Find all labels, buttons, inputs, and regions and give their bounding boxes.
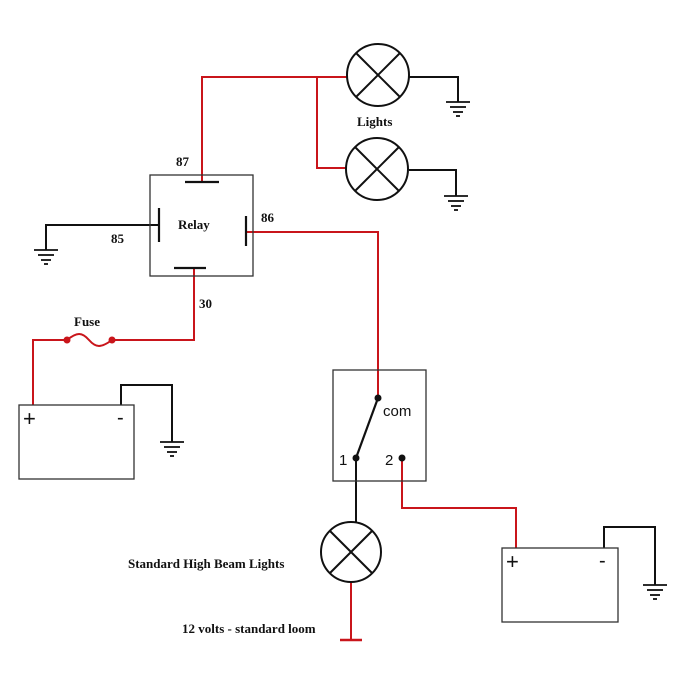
switch-2-label: 2 (385, 452, 393, 469)
pin-30-label: 30 (199, 296, 212, 311)
switch-terminal-2 (398, 454, 406, 462)
battery-right: + - (501, 547, 619, 623)
battery-right-box (501, 547, 619, 623)
lamp-icon-lower (345, 137, 409, 201)
high-beam-label: Standard High Beam Lights (128, 556, 284, 571)
wire-86-to-switch (246, 231, 379, 398)
pin-86-label: 86 (261, 210, 275, 225)
lights-label: Lights (357, 114, 392, 129)
wire-battery1-ground (120, 384, 173, 442)
ground-icon-top-light (446, 101, 470, 117)
switch-box (332, 369, 427, 482)
battery-right-minus: - (599, 550, 606, 572)
battery-left-box (18, 404, 135, 480)
switch-terminal-com (374, 394, 382, 402)
loom-label: 12 volts - standard loom (182, 621, 316, 636)
wire-fuse-to-battery (32, 339, 67, 405)
relay-label: Relay (178, 217, 210, 232)
battery-left-plus: + (23, 406, 36, 431)
battery-right-plus: + (506, 549, 519, 574)
ground-icon-relay-85 (34, 249, 58, 265)
relay (149, 174, 254, 277)
fuse-label: Fuse (74, 314, 100, 329)
switch (332, 369, 427, 482)
switch-com-label: com (383, 403, 411, 420)
wire-branch-lower-light (316, 77, 347, 169)
battery-left-minus: - (117, 407, 124, 429)
switch-lever (354, 397, 380, 459)
wire-30-to-fuse (112, 268, 195, 341)
switch-1-label: 1 (339, 452, 347, 469)
wire-87-to-lights (201, 76, 347, 182)
ground-icon-lower-light (444, 195, 468, 211)
pin-85-label: 85 (111, 231, 125, 246)
pin-87-label: 87 (176, 154, 190, 169)
ground-icon-battery2 (643, 584, 667, 600)
wire-top-light-ground (409, 76, 459, 102)
ground-icon-battery1 (160, 441, 184, 457)
wire-switch2-to-battery (401, 460, 517, 548)
lamp-icon-high-beam (320, 521, 382, 583)
wire-85-ground (45, 224, 159, 250)
switch-terminal-1 (352, 454, 360, 462)
fuse-terminal-left (63, 336, 71, 344)
wire-battery2-ground (603, 526, 656, 585)
relay-box (149, 174, 254, 277)
battery-left: + - (18, 404, 135, 480)
lamp-icon-top (346, 43, 410, 107)
fuse-element (66, 333, 113, 347)
fuse-terminal-right (108, 336, 116, 344)
wire-lower-light-ground (409, 169, 457, 196)
